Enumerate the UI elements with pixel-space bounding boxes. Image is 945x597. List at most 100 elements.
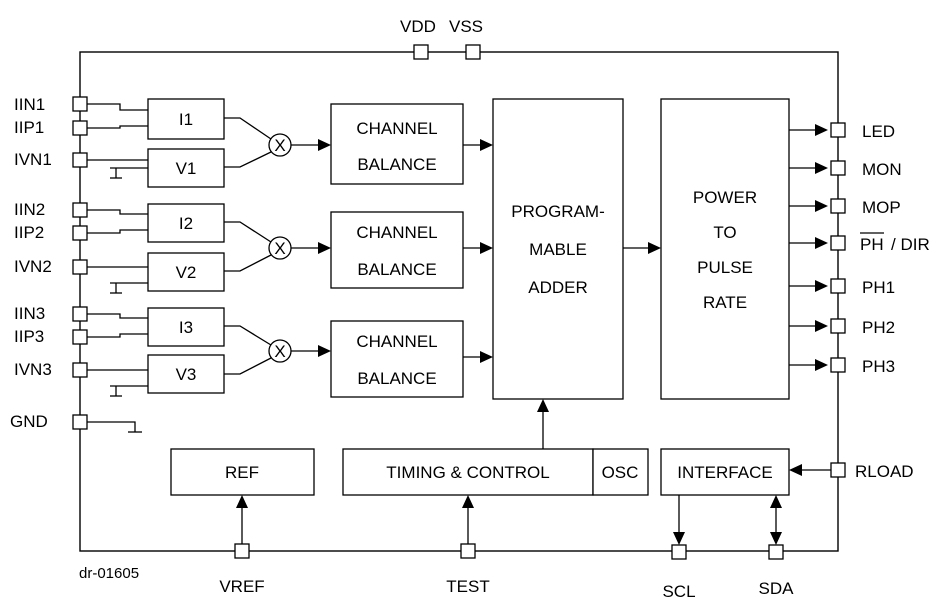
channel-1: I1 V1 X CHANNEL BALANCE: [87, 98, 493, 188]
channel-balance-label: BALANCE: [357, 155, 436, 174]
osc-block: [592, 448, 649, 496]
pin-label-iin3: IIN3: [14, 304, 45, 323]
pin-label-iip1: IIP1: [14, 118, 44, 137]
i3-label: I3: [179, 318, 193, 337]
pin-label-ph3: PH3: [862, 357, 895, 376]
multiplier-symbol: X: [274, 342, 285, 361]
vss-pin: [465, 44, 481, 60]
pin-iip2: [72, 225, 88, 241]
wire-v3-mult: [224, 357, 272, 375]
arrow-icon: [318, 345, 331, 357]
power-to-pulse-label: TO: [713, 223, 736, 242]
pin-mon: [830, 160, 846, 176]
vss-label: VSS: [449, 17, 483, 36]
arrow-icon: [815, 200, 828, 212]
channel-balance-block-3: [330, 320, 464, 398]
pin-iin1: [72, 96, 88, 112]
voltage-block-v1: [147, 148, 225, 188]
pin-sda: [768, 544, 784, 560]
channel-balance-label: BALANCE: [357, 260, 436, 279]
pin-label-ivn2: IVN2: [14, 257, 52, 276]
current-block-i3: [147, 307, 225, 347]
adder-label: ADDER: [528, 278, 588, 297]
pin-ivn2: [72, 259, 88, 275]
channel-balance-label: CHANNEL: [356, 332, 437, 351]
pin-rload: [830, 462, 846, 478]
pin-label-gnd: GND: [10, 412, 48, 431]
arrow-icon: [815, 162, 828, 174]
pin-label-test: TEST: [446, 577, 489, 596]
pin-iin3: [72, 306, 88, 322]
arrow-icon: [480, 351, 493, 363]
pin-iip1: [72, 120, 88, 136]
voltage-block-v2: [147, 252, 225, 292]
pin-label-mon: MON: [862, 160, 902, 179]
pin-label-ivn1: IVN1: [14, 150, 52, 169]
power-to-pulse-rate-block: [660, 98, 790, 400]
pin-ph1: [830, 278, 846, 294]
pin-label-led: LED: [862, 122, 895, 141]
pin-label-iin2: IIN2: [14, 200, 45, 219]
pin-iin2: [72, 202, 88, 218]
arrow-icon: [537, 399, 549, 412]
gnd-wire: [87, 421, 136, 432]
channel-2: I2 V2 X CHANNEL BALANCE: [87, 203, 493, 294]
wire-iip1: [87, 125, 148, 129]
adder-label: MABLE: [529, 240, 587, 259]
pin-label-iip2: IIP2: [14, 223, 44, 242]
arrow-icon: [770, 495, 782, 508]
wire-i1-mult: [224, 117, 272, 140]
channel-balance-label: CHANNEL: [356, 119, 437, 138]
current-block-i2: [147, 203, 225, 243]
pin-label-ph2: PH2: [862, 318, 895, 337]
pin-ph-dir: [830, 235, 846, 251]
arrow-icon: [648, 242, 661, 254]
arrow-icon: [236, 495, 248, 508]
pin-led: [830, 122, 846, 138]
wire-iin3: [87, 313, 148, 319]
timing-control-label: TIMING & CONTROL: [386, 463, 549, 482]
ref-block: [170, 448, 315, 496]
wire-iip2: [87, 229, 148, 234]
interface-label: INTERFACE: [677, 463, 772, 482]
pin-label-vref: VREF: [219, 577, 264, 596]
pin-ivn3: [72, 362, 88, 378]
power-to-pulse-label: POWER: [693, 188, 757, 207]
v2-label: V2: [176, 263, 197, 282]
figure-id: dr-01605: [79, 565, 139, 582]
i1-label: I1: [179, 110, 193, 129]
arrow-icon: [815, 320, 828, 332]
pin-mop: [830, 198, 846, 214]
arrow-icon: [480, 242, 493, 254]
arrow-icon: [770, 532, 782, 545]
arrow-icon: [815, 359, 828, 371]
pin-label-iin1: IIN1: [14, 95, 45, 114]
channel-balance-block-1: [330, 103, 464, 185]
pin-label-rload: RLOAD: [855, 462, 914, 481]
arrow-icon: [318, 139, 331, 151]
power-to-pulse-label: PULSE: [697, 258, 753, 277]
pin-label-ivn3: IVN3: [14, 360, 52, 379]
wire-iin2: [87, 209, 148, 215]
pin-label-mop: MOP: [862, 198, 901, 217]
pin-label-dir: / DIR: [891, 235, 930, 254]
channel-balance-label: CHANNEL: [356, 223, 437, 242]
multiplier-symbol: X: [274, 136, 285, 155]
arrow-icon: [318, 242, 331, 254]
arrow-icon: [815, 280, 828, 292]
arrow-icon: [480, 139, 493, 151]
adder-label: PROGRAM-: [511, 202, 605, 221]
output-pins: LED MON MOP PH / DIR PH1 PH2 PH3: [789, 122, 930, 376]
wire-iip3: [87, 333, 148, 338]
i2-label: I2: [179, 214, 193, 233]
pin-gnd: [72, 414, 88, 430]
vdd-pin: [413, 44, 429, 60]
pin-scl: [671, 544, 687, 560]
arrow-icon: [673, 532, 685, 545]
v3-label: V3: [176, 365, 197, 384]
pin-label-ph-bar: PH: [860, 235, 884, 254]
wire-v2-mult: [224, 254, 272, 272]
multiplier-symbol: X: [274, 239, 285, 258]
pin-vref: [234, 543, 250, 559]
wire-i2-mult: [224, 221, 272, 243]
